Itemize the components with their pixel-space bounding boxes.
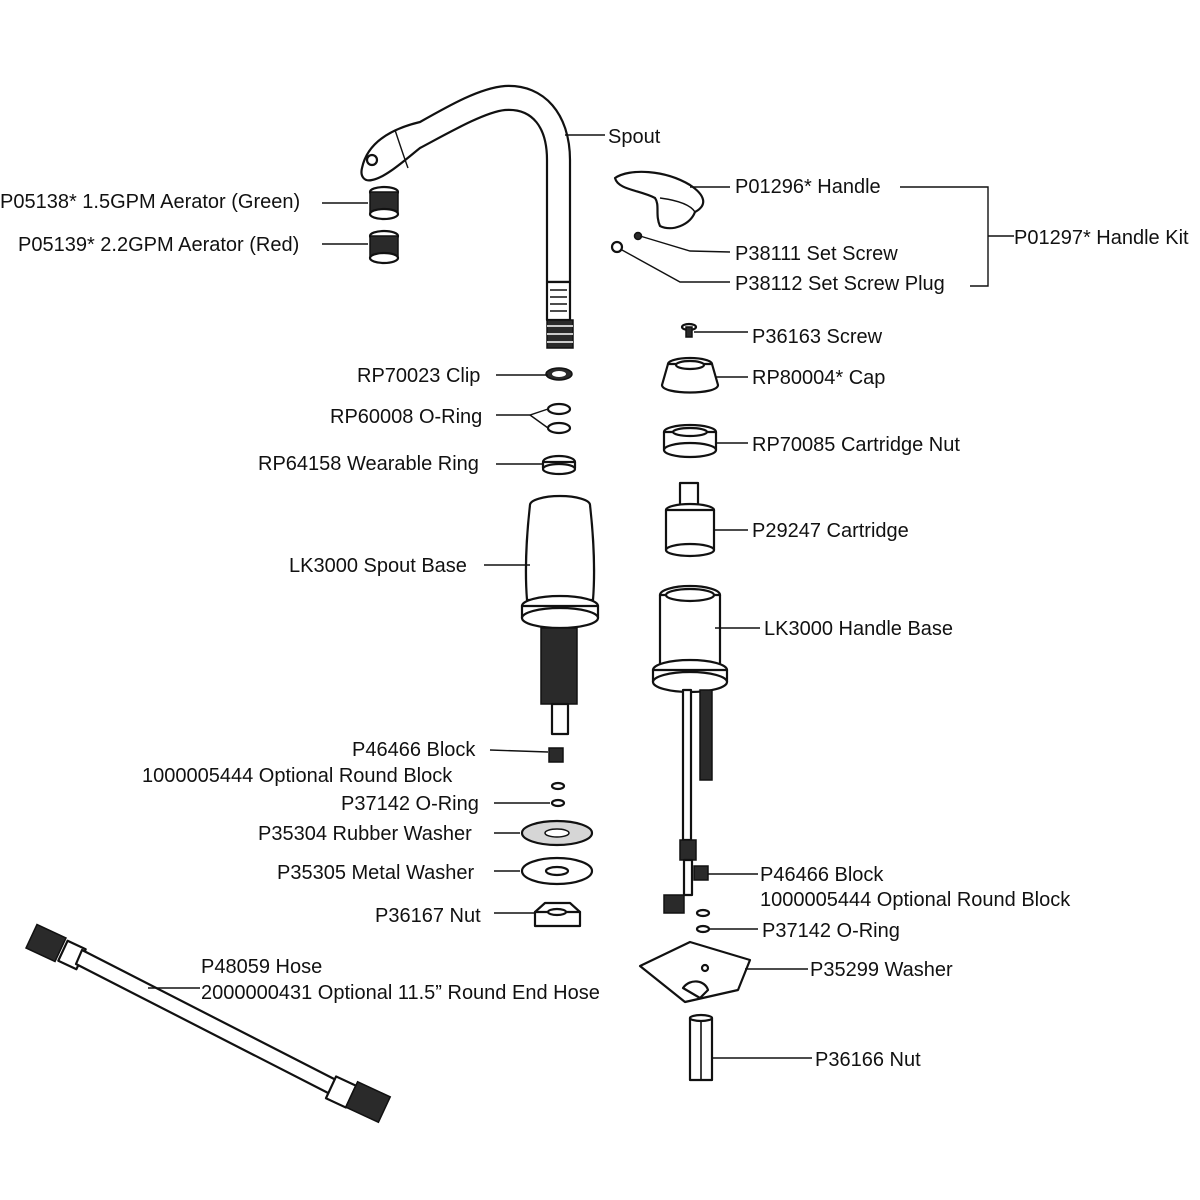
aerator-green-part — [368, 185, 400, 221]
leader-lines — [148, 134, 1014, 1059]
label-block-right: P46466 Block — [760, 864, 884, 886]
label-nut-right: P36166 Nut — [815, 1049, 921, 1071]
label-handle-base: LK3000 Handle Base — [764, 618, 953, 640]
spout-base-part — [520, 494, 600, 736]
spout-part — [360, 84, 574, 349]
hose-part — [25, 923, 392, 1124]
aerator-red-part — [368, 229, 400, 265]
label-cartridge: P29247 Cartridge — [752, 520, 909, 542]
screw-part — [680, 322, 698, 338]
part-labels: Spout P05138* 1.5GPM Aerator (Green) P05… — [0, 126, 1189, 1071]
label-block-left: P46466 Block — [352, 739, 476, 761]
label-wearable-ring: RP64158 Wearable Ring — [258, 453, 479, 475]
label-hose-optional: 2000000431 Optional 11.5” Round End Hose — [201, 982, 600, 1004]
washer-right-part — [638, 940, 752, 1004]
label-o-ring-upper: RP60008 O-Ring — [330, 406, 482, 428]
o-ring-left-part — [550, 781, 566, 808]
cap-part — [660, 356, 720, 394]
clip-part — [545, 367, 573, 381]
o-ring-right-part — [695, 908, 711, 934]
label-cap: RP80004* Cap — [752, 367, 885, 389]
label-handle-kit: P01297* Handle Kit — [1014, 227, 1189, 249]
block-right-part — [693, 865, 709, 881]
label-handle: P01296* Handle — [735, 176, 881, 198]
handle-base-part — [651, 584, 729, 914]
label-o-ring-right: P37142 O-Ring — [762, 920, 900, 942]
label-hose: P48059 Hose — [201, 956, 322, 978]
label-nut-left: P36167 Nut — [375, 905, 481, 927]
nut-right-part — [688, 1013, 714, 1082]
label-rubber-washer: P35304 Rubber Washer — [258, 823, 472, 845]
rubber-washer-part — [520, 819, 594, 847]
label-clip: RP70023 Clip — [357, 365, 480, 387]
cartridge-part — [664, 481, 716, 558]
set-screw-plug-part — [610, 240, 624, 254]
o-ring-upper-part — [546, 402, 572, 435]
label-spout-base: LK3000 Spout Base — [289, 555, 467, 577]
label-washer-right: P35299 Washer — [810, 959, 953, 981]
label-aerator-red: P05139* 2.2GPM Aerator (Red) — [18, 234, 299, 256]
handle-part — [613, 170, 705, 230]
label-round-block-left: 1000005444 Optional Round Block — [142, 765, 453, 787]
label-aerator-green: P05138* 1.5GPM Aerator (Green) — [0, 191, 300, 213]
label-spout: Spout — [608, 126, 661, 148]
label-set-screw-plug: P38112 Set Screw Plug — [735, 273, 945, 295]
wearable-ring-part — [541, 454, 577, 476]
label-metal-washer: P35305 Metal Washer — [277, 862, 474, 884]
cartridge-nut-part — [662, 423, 718, 459]
label-cartridge-nut: RP70085 Cartridge Nut — [752, 434, 960, 456]
label-round-block-right: 1000005444 Optional Round Block — [760, 889, 1071, 911]
block-left-part — [548, 747, 564, 763]
label-screw: P36163 Screw — [752, 326, 883, 348]
metal-washer-part — [520, 856, 594, 886]
label-o-ring-left: P37142 O-Ring — [341, 793, 479, 815]
nut-left-part — [533, 901, 582, 928]
label-set-screw: P38111 Set Screw — [735, 243, 898, 265]
